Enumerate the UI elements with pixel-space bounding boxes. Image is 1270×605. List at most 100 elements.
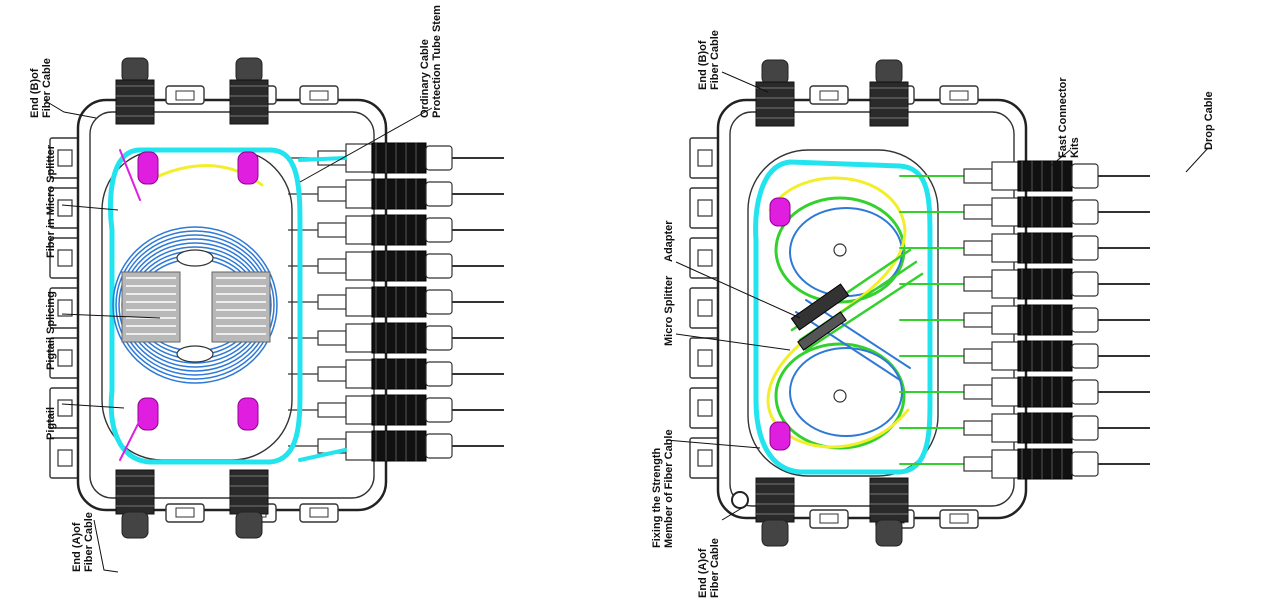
- bottom-lug: [165, 503, 205, 523]
- connector-head: [1071, 343, 1099, 369]
- flange-tab: [689, 337, 721, 379]
- port-nut: [345, 323, 373, 353]
- tray-hole: [833, 243, 847, 257]
- tray-hole: [833, 389, 847, 403]
- cable-gland: [229, 79, 269, 125]
- connector-head: [1071, 271, 1099, 297]
- leader-protection-tube: [299, 107, 433, 183]
- label-drop-cable: Drop Cable: [1203, 91, 1215, 150]
- leader-micro-splitter: [675, 333, 791, 351]
- output-ports: [288, 142, 504, 462]
- label-end-b-left: End (B)of Fiber Cable: [29, 58, 53, 118]
- flange-tab-slot: [57, 399, 73, 417]
- tray-clip: [176, 345, 214, 363]
- port-nut: [991, 305, 1019, 335]
- connector-head: [1071, 163, 1099, 189]
- connector-head: [425, 433, 453, 459]
- flange-tab-slot: [57, 199, 73, 217]
- leader-end-b-right: [721, 71, 769, 93]
- port-nut: [345, 215, 373, 245]
- port-nut: [345, 251, 373, 281]
- connector-boot: [371, 250, 427, 282]
- fiber-magenta: [119, 149, 141, 461]
- cable-end: [121, 511, 149, 539]
- port-adapter: [317, 366, 347, 382]
- port-adapter: [317, 186, 347, 202]
- label-fiber-in-splitter: Fiber in Micro Splitter: [45, 144, 57, 258]
- cable-gland: [869, 81, 909, 127]
- connector-head: [1071, 199, 1099, 225]
- port-nut: [991, 197, 1019, 227]
- magenta-clip: [769, 197, 791, 227]
- cable-gland: [869, 477, 909, 523]
- fiber-cyan-loop: [753, 159, 933, 475]
- cable-gland: [115, 79, 155, 125]
- cable-end: [875, 59, 903, 85]
- port-adapter: [317, 294, 347, 310]
- connector-head: [1071, 235, 1099, 261]
- port-adapter: [963, 384, 993, 400]
- leader-end-a-right: [721, 507, 743, 521]
- cable-gland: [755, 81, 795, 127]
- cable-gland: [755, 477, 795, 523]
- connector-head: [1071, 451, 1099, 477]
- flange-tab-slot: [697, 449, 713, 467]
- flange-tab-slot: [57, 249, 73, 267]
- flange-tab-slot: [697, 299, 713, 317]
- connector-boot: [371, 394, 427, 426]
- flange-tab-slot: [57, 149, 73, 167]
- fiber-blue-coil: [118, 234, 272, 376]
- flange-tab: [689, 387, 721, 429]
- label-pigtail-splicing: Pigtail Splicing: [45, 291, 57, 370]
- port-nut: [991, 413, 1019, 443]
- magenta-clip: [769, 421, 791, 451]
- connector-boot: [371, 430, 427, 462]
- connector-boot: [1017, 268, 1073, 300]
- label-end-b-right: End (B)of Fiber Cable: [697, 30, 721, 90]
- top-lug: [299, 85, 339, 105]
- flange-tab: [49, 437, 81, 479]
- port-nut: [345, 179, 373, 209]
- port-adapter: [963, 348, 993, 364]
- flange-tab: [689, 137, 721, 179]
- connector-head: [425, 325, 453, 351]
- cable-glands: [115, 57, 269, 539]
- bottom-lug: [809, 509, 849, 529]
- port-nut: [345, 431, 373, 461]
- port-nut: [345, 143, 373, 173]
- cable-end: [761, 59, 789, 85]
- strength-member-fix: [731, 491, 749, 509]
- port-adapter: [963, 168, 993, 184]
- right-closure-diagram: [689, 59, 1150, 547]
- top-lug-hole: [949, 90, 969, 101]
- cable-glands: [755, 59, 909, 547]
- flange-tab-slot: [697, 199, 713, 217]
- connector-head: [425, 361, 453, 387]
- connector-head: [1071, 379, 1099, 405]
- tray-clip: [176, 249, 214, 267]
- output-ports: [934, 160, 1150, 480]
- label-fast-connector: Fast Connector Kits: [1057, 74, 1081, 158]
- fiber-routing: [108, 147, 347, 465]
- flange-tab-slot: [57, 449, 73, 467]
- splice-holder: [211, 271, 271, 343]
- connector-head: [1071, 307, 1099, 333]
- port-nut: [345, 287, 373, 317]
- top-lug: [939, 85, 979, 105]
- flange-tab: [689, 237, 721, 279]
- right-flange-tabs: [689, 137, 721, 479]
- connector-boot: [371, 358, 427, 390]
- port-nut: [991, 449, 1019, 479]
- flange-tab-slot: [57, 349, 73, 367]
- fiber-cyan-exit: [298, 156, 347, 462]
- label-end-a-right: End (A)of Fiber Cable: [697, 538, 721, 598]
- port-adapter: [317, 330, 347, 346]
- top-lug: [809, 85, 849, 105]
- connector-boot: [1017, 376, 1073, 408]
- flange-tab: [689, 187, 721, 229]
- connector-head: [425, 253, 453, 279]
- bottom-lug-hole: [175, 507, 195, 518]
- leader-adapter: [675, 261, 801, 319]
- port-nut: [991, 161, 1019, 191]
- cable-gland: [115, 469, 155, 515]
